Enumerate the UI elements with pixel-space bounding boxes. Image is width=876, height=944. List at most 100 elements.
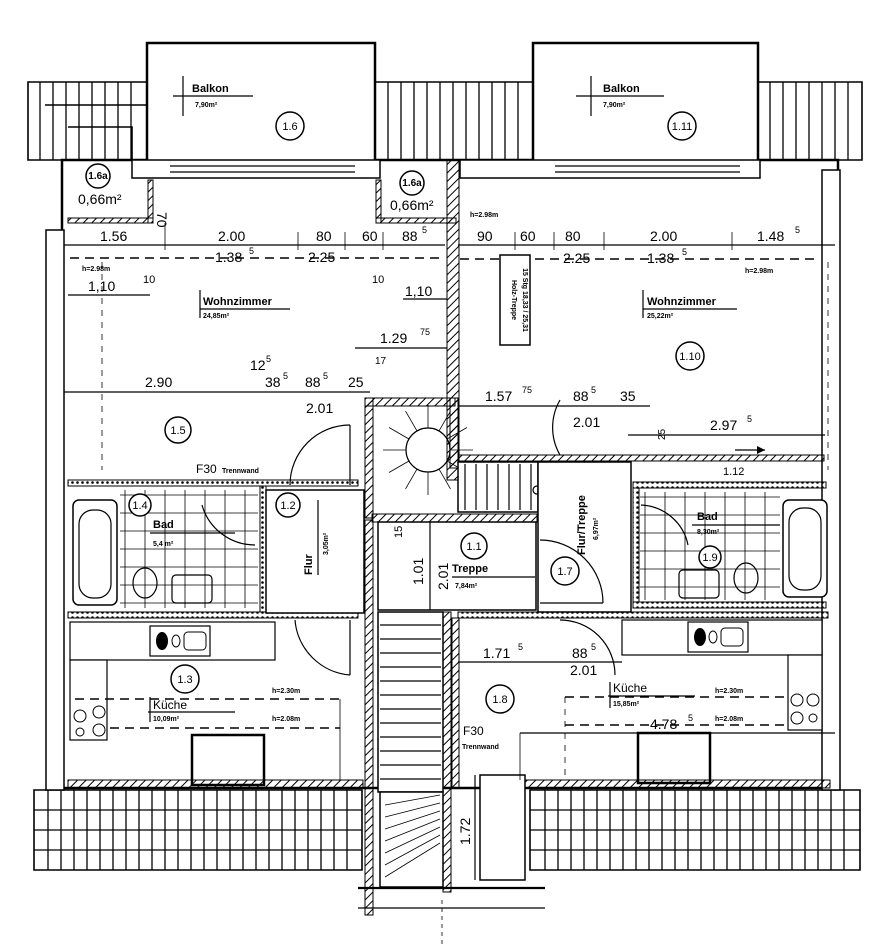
dimension-line-top-right: 90 60 80 2.00 1.48 5 2.25 1.38 5 h=2.98m…	[82, 212, 835, 275]
roof-rafters-top-left	[27, 81, 149, 161]
dim-2-25-right: 2.25	[563, 250, 590, 266]
dim-1-12: 1.12	[723, 466, 744, 478]
room-hall-left-area: 3,05m²	[323, 532, 330, 555]
room-number-1-6: 1.6	[282, 121, 297, 133]
room-stair-label: Treppe	[452, 563, 488, 575]
room-number-1-8: 1.8	[492, 694, 507, 706]
dim-sup: 75	[522, 385, 532, 395]
room-hall-left-label: Flur	[303, 554, 315, 575]
room-kitchen-left: 1.3 Küche 10,09m² h=2.30m h=2.08m	[67, 619, 364, 789]
dim-sup: 5	[688, 713, 693, 723]
dim-25: 25	[348, 374, 364, 390]
dim-1-38-right: 1.38	[647, 250, 674, 266]
height-note-kitchen-left: h=2.30m	[272, 688, 300, 695]
dim-sup: 5	[591, 385, 596, 395]
dim-2-01-a: 2.01	[306, 400, 333, 416]
room-number-1-6a-right: 1.6a	[402, 178, 422, 189]
room-number-1-11: 1.11	[672, 121, 693, 133]
fire-wall-label-left: Trennwand	[222, 468, 259, 475]
room-number-1-6a-left: 1.6a	[88, 171, 108, 182]
stair-note: Holz-Treppe 15 Stg 18,33 / 25,31	[499, 254, 531, 346]
dim-sup: 5	[518, 642, 523, 652]
room-number-1-2: 1.2	[280, 500, 295, 512]
dim-70: 70	[154, 212, 170, 228]
dim-80-left: 80	[316, 228, 332, 244]
roof-rafters-bottom-left	[33, 789, 363, 871]
stair-tread	[384, 826, 441, 854]
stair-tread	[384, 794, 441, 806]
balcony-doors	[131, 159, 761, 179]
room-number-1-3: 1.3	[177, 674, 192, 686]
room-bath-left-label: Bad	[153, 519, 174, 531]
balcony-left-label: Balkon	[192, 83, 229, 95]
dim-2-97: 2.97	[710, 417, 737, 433]
dim-1-10-mid: 1,10	[405, 283, 432, 299]
stair-tread	[384, 834, 441, 866]
stair-tread	[384, 802, 441, 818]
dim-1-56: 1.56	[100, 228, 127, 244]
dim-38: 38	[265, 374, 281, 390]
room-living-right: Wohnzimmer 25,22m² 1.10 1.57 75 88 5 35 …	[457, 262, 829, 478]
room-kitchen-left-label: Küche	[153, 698, 187, 712]
stairs-lower: 1.72	[358, 519, 545, 944]
stair-tread	[384, 810, 441, 830]
room-number-1-7: 1.7	[557, 566, 572, 578]
roof-rafters-top-right	[757, 81, 863, 161]
room-number-1-1: 1.1	[466, 541, 481, 553]
dim-2-01-b: 2.01	[573, 414, 600, 430]
dim-1-29: 1.29	[380, 330, 407, 346]
dim-1-71: 1.71	[483, 645, 510, 661]
dim-sup: 5	[283, 371, 288, 381]
dim-17: 17	[375, 356, 387, 367]
height-note: h=2.98m	[82, 266, 110, 273]
room-number-1-9: 1.9	[702, 552, 717, 564]
height-note: h=2.98m	[745, 268, 773, 275]
dimension-line-top-left: 1.56 2.00 80 60 88 5 1.38 5 2.25 70	[64, 212, 445, 265]
stair-tread	[388, 460, 410, 473]
room-living-left-label: Wohnzimmer	[203, 296, 273, 308]
room-hall-right-area: 6,97m²	[593, 517, 600, 540]
dim-35: 35	[620, 388, 636, 404]
height-note-kitchen-right: h=2.08m	[715, 716, 743, 723]
dim-15: 15	[393, 526, 405, 538]
stair-note-title: Holz-Treppe	[510, 280, 517, 320]
room-living-right-label: Wohnzimmer	[647, 296, 717, 308]
dim-90-right: 90	[477, 228, 493, 244]
stair-tread	[438, 410, 451, 432]
room-number-1-4: 1.4	[132, 500, 147, 512]
dim-80-right: 80	[565, 228, 581, 244]
room-living-right-area: 25,22m²	[647, 313, 674, 320]
room-hall-right-label: Flur/Treppe	[576, 495, 588, 555]
room-number-1-10: 1.10	[679, 351, 700, 363]
room-bath-right-label: Bad	[697, 511, 718, 523]
dim-2-01-d: 2.01	[570, 662, 597, 678]
dim-sup: 5	[591, 642, 596, 652]
balcony-right-area: 7,90m²	[603, 102, 626, 109]
dim-2-90: 2.90	[145, 374, 172, 390]
roof-rafters-bottom-right	[529, 789, 861, 871]
stair-tread	[384, 818, 441, 842]
roof-rafters-top-center	[374, 81, 534, 161]
dim-60-right: 60	[520, 228, 536, 244]
dim-10-mid: 10	[372, 274, 384, 286]
stair-tread	[405, 410, 418, 432]
dim-88-b: 88	[573, 388, 589, 404]
dim-88-c: 88	[572, 645, 588, 661]
room-kitchen-left-area: 10,09m²	[153, 716, 180, 723]
room-bath-left-area: 5,4 m²	[153, 541, 174, 548]
dim-sup: 5	[249, 246, 254, 256]
balcony-right: Balkon 7,90m² 1.11	[531, 41, 760, 163]
dim-sup: 75	[420, 327, 430, 337]
dim-sup: 5	[795, 225, 800, 235]
stairwell	[364, 397, 542, 519]
room-living-left: 1,10 10 10 1,10 Wohnzimmer 24,85m² 1.29 …	[64, 262, 447, 486]
dim-1-38-left: 1.38	[215, 249, 242, 265]
room-number-1-5: 1.5	[170, 425, 185, 437]
storage-right-area: 0,66m²	[390, 197, 434, 213]
room-kitchen-right: 1.71 5 88 5 2.01 1.8 Küche 15,85m² h=2.3…	[451, 611, 835, 789]
dim-1-57: 1.57	[485, 388, 512, 404]
dim-88-left: 88	[402, 228, 418, 244]
height-note: h=2.98m	[470, 212, 498, 219]
room-kitchen-right-area: 15,85m²	[613, 701, 640, 708]
stair-tread	[405, 468, 418, 490]
